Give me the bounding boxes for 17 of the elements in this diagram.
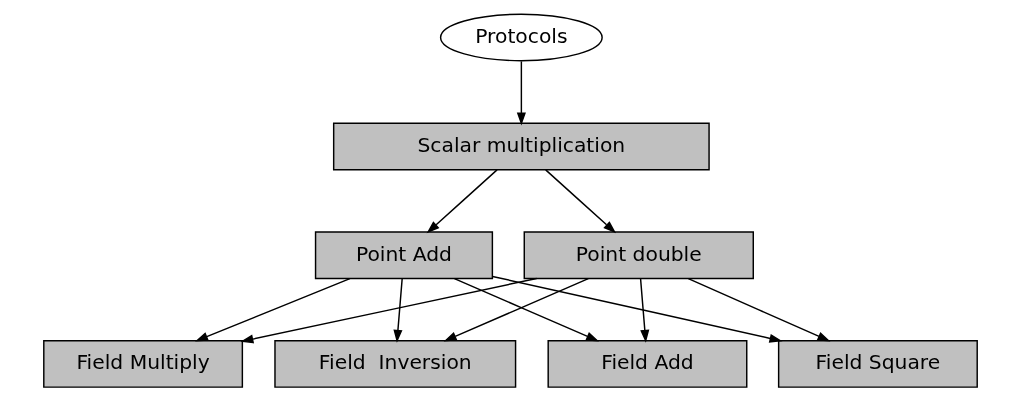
arrow	[240, 277, 538, 344]
node-box: Point Add	[314, 231, 494, 280]
node-box: Field Multiply	[43, 340, 244, 388]
arrow	[393, 277, 403, 343]
arrow	[516, 60, 526, 126]
arrow	[426, 169, 498, 234]
arrow	[544, 169, 617, 234]
node-ellipse: Protocols	[439, 13, 603, 62]
arrow	[687, 277, 831, 342]
node-box: Field Add	[547, 340, 748, 388]
node-box: Point double	[523, 231, 754, 280]
arrow	[639, 277, 650, 343]
arrow	[195, 277, 351, 342]
node-box: Field Inversion	[274, 340, 517, 388]
node-box: Field Square	[777, 340, 978, 388]
node-box: Scalar multiplication	[332, 122, 710, 171]
arrow	[491, 275, 783, 343]
